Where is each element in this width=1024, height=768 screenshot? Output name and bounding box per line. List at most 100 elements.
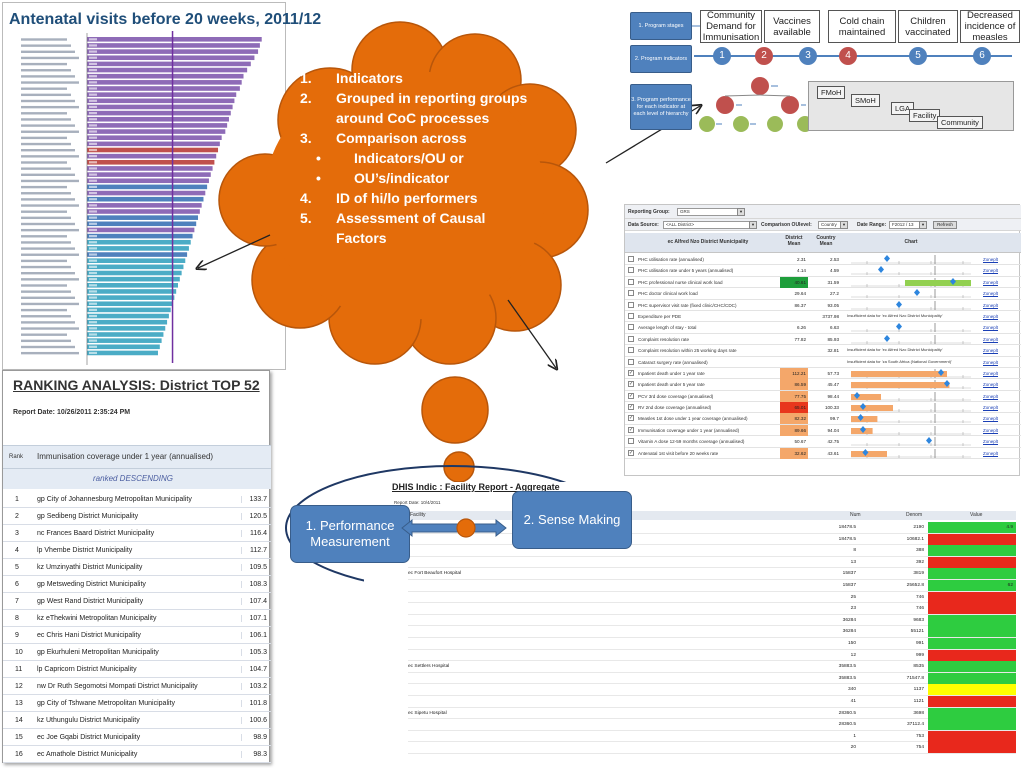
- row-checkbox[interactable]: ✓: [628, 415, 634, 422]
- zone-plot-link[interactable]: Zoneplt: [983, 416, 999, 422]
- reporting-group-dropdown-icon[interactable]: ▾: [737, 208, 745, 216]
- facility-num: 28360.5: [838, 722, 856, 728]
- country-mean: 100.33: [824, 405, 839, 411]
- coc-step-box: Decreased incidence of measles: [960, 10, 1020, 43]
- row-checkbox[interactable]: ✓: [628, 369, 634, 376]
- ranking-rank: 6: [15, 581, 19, 588]
- bullet-chart-marker: [944, 380, 950, 388]
- facility-report-title: DHIS Indic : Facility Report - Aggregate: [392, 482, 560, 492]
- hierarchy-level-fmoh: FMoH: [817, 86, 846, 99]
- reporting-group-select[interactable]: GRS: [677, 208, 741, 216]
- coc-step-number: 1: [713, 47, 731, 65]
- row-checkbox[interactable]: ✓: [628, 449, 634, 456]
- facility-value: [928, 626, 1016, 638]
- ranking-district-name: lp Vhembe District Municipality: [37, 547, 133, 554]
- antenatal-bar-value-mark: [89, 339, 97, 342]
- ranking-col-indicator[interactable]: Immunisation coverage under 1 year (annu…: [37, 452, 214, 461]
- antenatal-bar-value-mark: [89, 327, 97, 330]
- indicator-name: PHC doctor clinical work load: [638, 291, 698, 297]
- zone-plot-link[interactable]: Zoneplt: [983, 359, 999, 365]
- facility-value: [928, 684, 1016, 696]
- row-checkbox[interactable]: [628, 347, 634, 354]
- row-checkbox[interactable]: [628, 256, 634, 262]
- row-checkbox[interactable]: [628, 438, 634, 445]
- dashboard-col-country: Country Mean: [816, 235, 836, 247]
- facility-report: DHIS Indic : Facility Report - Aggregate…: [364, 482, 1020, 764]
- row-checkbox[interactable]: ✓: [628, 381, 634, 388]
- country-mean: 6.63: [830, 325, 839, 331]
- antenatal-bar-value-mark: [89, 278, 97, 281]
- zone-plot-link[interactable]: Zoneplt: [983, 348, 999, 354]
- facility-num: 340: [847, 687, 856, 693]
- antenatal-bar-value-mark: [89, 204, 97, 207]
- zone-plot-link[interactable]: Zoneplt: [983, 450, 999, 456]
- zone-plot-link[interactable]: Zoneplt: [983, 325, 999, 331]
- cloud-list-item: 1.Indicators: [300, 68, 530, 88]
- refresh-button[interactable]: Refresh: [933, 221, 957, 229]
- zone-plot-link[interactable]: Zoneplt: [983, 313, 999, 319]
- bullet-chart-marker: [860, 403, 866, 411]
- zone-plot-link[interactable]: Zoneplt: [983, 405, 999, 411]
- coc-step-box: Children vaccinated: [898, 10, 958, 43]
- facility-value: [928, 649, 1016, 661]
- date-range-dropdown-icon[interactable]: ▾: [919, 221, 927, 229]
- antenatal-row-label-mark: [21, 198, 75, 201]
- row-checkbox[interactable]: ✓: [628, 404, 634, 411]
- row-checkbox[interactable]: [628, 290, 634, 297]
- row-checkbox[interactable]: [628, 335, 634, 342]
- row-checkbox[interactable]: [628, 324, 634, 331]
- district-mean: 77.82: [794, 336, 807, 342]
- data-source-dropdown-icon[interactable]: ▾: [749, 221, 757, 229]
- row-checkbox[interactable]: ✓: [628, 426, 634, 433]
- zone-plot-link[interactable]: Zoneplt: [983, 370, 999, 376]
- district-mean: 112.21: [780, 367, 808, 379]
- zone-plot-link[interactable]: Zoneplt: [983, 291, 999, 297]
- date-range-select[interactable]: F2012 / 13: [889, 221, 923, 229]
- ranking-rank: 16: [15, 751, 23, 758]
- facility-denom: 25652.8: [906, 582, 924, 588]
- bullet-chart-bar: [851, 370, 947, 377]
- antenatal-bar-value-mark: [89, 105, 97, 109]
- zone-plot-link[interactable]: Zoneplt: [983, 427, 999, 433]
- row-checkbox[interactable]: [628, 301, 634, 308]
- country-mean: [811, 357, 839, 368]
- zone-plot-link[interactable]: Zoneplt: [983, 439, 999, 445]
- zone-plot-link[interactable]: Zoneplt: [983, 257, 999, 262]
- zone-plot-link[interactable]: Zoneplt: [983, 268, 999, 274]
- row-checkbox[interactable]: ✓: [628, 392, 634, 399]
- data-source-select[interactable]: <ALL District>: [663, 221, 753, 229]
- antenatal-bar-value-mark: [89, 50, 97, 53]
- antenatal-bar: [87, 43, 260, 48]
- ranking-district-name: gp West Rand District Municipality: [37, 598, 144, 605]
- antenatal-row-label-mark: [21, 278, 79, 281]
- cloud-list-number: 4.: [300, 190, 312, 206]
- row-checkbox[interactable]: [628, 267, 634, 274]
- row-checkbox[interactable]: [628, 312, 634, 319]
- zone-plot-link[interactable]: Zoneplt: [983, 336, 999, 342]
- zone-plot-link[interactable]: Zoneplt: [983, 302, 999, 308]
- ranking-value: 103.2: [241, 683, 267, 690]
- row-checkbox[interactable]: [628, 278, 634, 285]
- cloud-list-number: 1.: [300, 70, 312, 86]
- zone-plot-link[interactable]: Zoneplt: [983, 279, 999, 285]
- thought-bubble-small: [443, 451, 475, 483]
- dashboard-col-district: District Mean: [785, 235, 803, 247]
- antenatal-bar-value-mark: [89, 167, 97, 170]
- antenatal-bar-value-mark: [89, 228, 97, 232]
- comparison-dropdown-icon[interactable]: ▾: [840, 221, 848, 229]
- insufficient-data-note: Insufficient data for 'za South Africa (…: [847, 358, 952, 364]
- dashboard-toolbar-2: Data Source: <ALL District> ▾ Comparison…: [625, 219, 1021, 231]
- facility-num: 12: [850, 652, 856, 658]
- antenatal-bar-value-mark: [89, 253, 97, 256]
- zone-plot-link[interactable]: Zoneplt: [983, 393, 999, 399]
- zone-plot-link[interactable]: Zoneplt: [983, 382, 999, 388]
- ranking-rank: 10: [15, 649, 23, 656]
- antenatal-bar: [87, 61, 251, 67]
- facility-denom: 754: [915, 745, 924, 751]
- row-checkbox[interactable]: [628, 358, 634, 365]
